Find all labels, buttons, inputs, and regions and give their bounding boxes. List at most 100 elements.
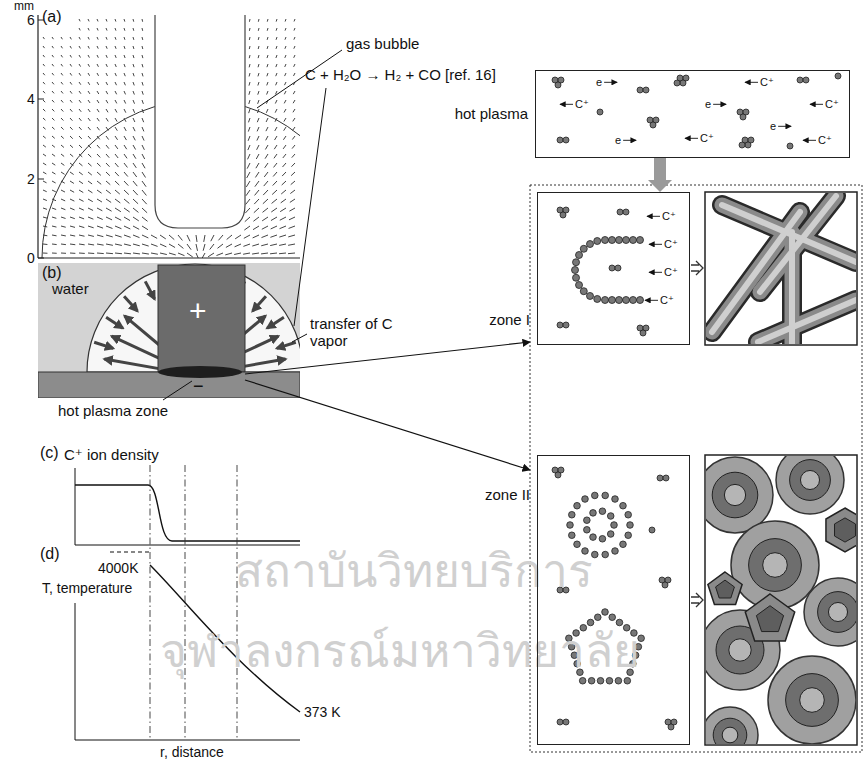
field-vector bbox=[178, 235, 182, 240]
field-vector bbox=[270, 244, 277, 246]
carbon-atom bbox=[623, 237, 630, 244]
field-vector bbox=[124, 127, 126, 131]
field-vector bbox=[70, 136, 73, 139]
field-vector bbox=[243, 244, 250, 246]
field-vector bbox=[61, 136, 64, 139]
field-vector bbox=[70, 244, 75, 246]
field-vector bbox=[106, 154, 109, 158]
carbon-atom bbox=[560, 212, 566, 218]
field-vector bbox=[97, 145, 100, 148]
field-vector bbox=[133, 73, 134, 76]
field-vector bbox=[133, 226, 139, 229]
field-vector bbox=[265, 145, 268, 149]
carbon-atom bbox=[680, 80, 686, 86]
field-vector bbox=[285, 55, 286, 58]
field-vector bbox=[61, 154, 64, 156]
field-vector bbox=[106, 253, 113, 255]
field-vector bbox=[88, 172, 92, 175]
field-vector bbox=[97, 118, 99, 121]
field-vector bbox=[246, 181, 250, 187]
field-vector bbox=[276, 37, 278, 40]
field-vector bbox=[267, 82, 268, 85]
field-vector bbox=[97, 172, 101, 175]
field-vector bbox=[274, 145, 277, 149]
field-vector bbox=[61, 199, 65, 201]
field-vector bbox=[258, 19, 260, 22]
field-vector bbox=[106, 118, 108, 121]
field-vector bbox=[70, 199, 74, 201]
field-vector bbox=[106, 136, 109, 140]
field-vector bbox=[291, 172, 295, 176]
vapor-arrow bbox=[277, 342, 296, 348]
field-vector bbox=[258, 73, 259, 76]
field-vector bbox=[115, 28, 117, 31]
nano-onion bbox=[706, 707, 758, 744]
field-vector bbox=[115, 199, 120, 203]
carbon-atom bbox=[563, 719, 569, 725]
carbon-atom bbox=[574, 502, 581, 509]
field-vector bbox=[265, 163, 268, 168]
field-vector bbox=[52, 145, 55, 147]
carbon-atom bbox=[640, 330, 646, 336]
double-arrows bbox=[691, 261, 703, 607]
field-vector bbox=[124, 100, 126, 104]
field-vector bbox=[264, 172, 268, 177]
field-vector bbox=[97, 253, 104, 255]
field-vector bbox=[248, 136, 250, 141]
field-vector bbox=[226, 244, 232, 247]
field-vector bbox=[284, 82, 286, 85]
shape-mark bbox=[712, 196, 856, 344]
field-vector bbox=[133, 136, 135, 140]
field-vector bbox=[294, 55, 295, 58]
carbon-atom bbox=[588, 677, 595, 684]
double-arrow bbox=[691, 261, 703, 275]
node-heading: hot plasma bbox=[455, 105, 528, 122]
onion-shell bbox=[786, 674, 839, 727]
field-vector bbox=[243, 253, 250, 254]
field-vector bbox=[115, 145, 118, 149]
field-vector bbox=[124, 208, 130, 212]
field-vector bbox=[106, 91, 108, 94]
field-vector bbox=[267, 73, 268, 76]
field-vector bbox=[106, 226, 112, 228]
nano-onion bbox=[804, 578, 856, 646]
field-vector bbox=[115, 100, 117, 103]
carbon-atom bbox=[569, 532, 576, 539]
carbon-atom bbox=[620, 541, 627, 548]
zone-box: zone I bbox=[537, 192, 690, 345]
field-vector bbox=[61, 73, 63, 75]
field-vector bbox=[160, 235, 166, 239]
field-vector bbox=[79, 118, 81, 121]
field-vector bbox=[88, 73, 90, 76]
plasma-box: hot plasma bbox=[535, 70, 850, 158]
field-vector bbox=[106, 46, 107, 49]
watermark: จุฬาลงกรณ์มหาวิทยาลัย bbox=[160, 625, 640, 678]
field-vector bbox=[124, 109, 126, 113]
carbon-atom bbox=[576, 282, 583, 289]
field-vector bbox=[142, 55, 144, 58]
callout-label: transfer of C vapor bbox=[310, 315, 394, 350]
field-vector bbox=[288, 253, 295, 255]
field-vector bbox=[267, 28, 269, 31]
field-vector bbox=[70, 217, 75, 219]
field-vector bbox=[115, 154, 118, 158]
field-vector bbox=[106, 217, 112, 220]
field-vector bbox=[270, 235, 277, 237]
field-vector bbox=[142, 163, 145, 168]
carbon-atom bbox=[803, 77, 809, 83]
field-vector bbox=[43, 145, 46, 147]
field-vector bbox=[52, 37, 53, 39]
axis-line bbox=[75, 603, 76, 740]
field-vector bbox=[288, 244, 295, 245]
polyhedral-particle bbox=[826, 508, 856, 552]
field-vector bbox=[247, 172, 250, 178]
carbon-atom bbox=[580, 245, 587, 252]
vapor-arrow bbox=[253, 296, 266, 311]
field-vector bbox=[247, 163, 250, 169]
field-vector bbox=[97, 244, 104, 245]
carbon-atom bbox=[609, 614, 616, 621]
field-vector bbox=[235, 235, 241, 239]
field-vector bbox=[267, 19, 269, 22]
field-vector bbox=[245, 217, 250, 222]
carbon-atom bbox=[623, 209, 629, 215]
